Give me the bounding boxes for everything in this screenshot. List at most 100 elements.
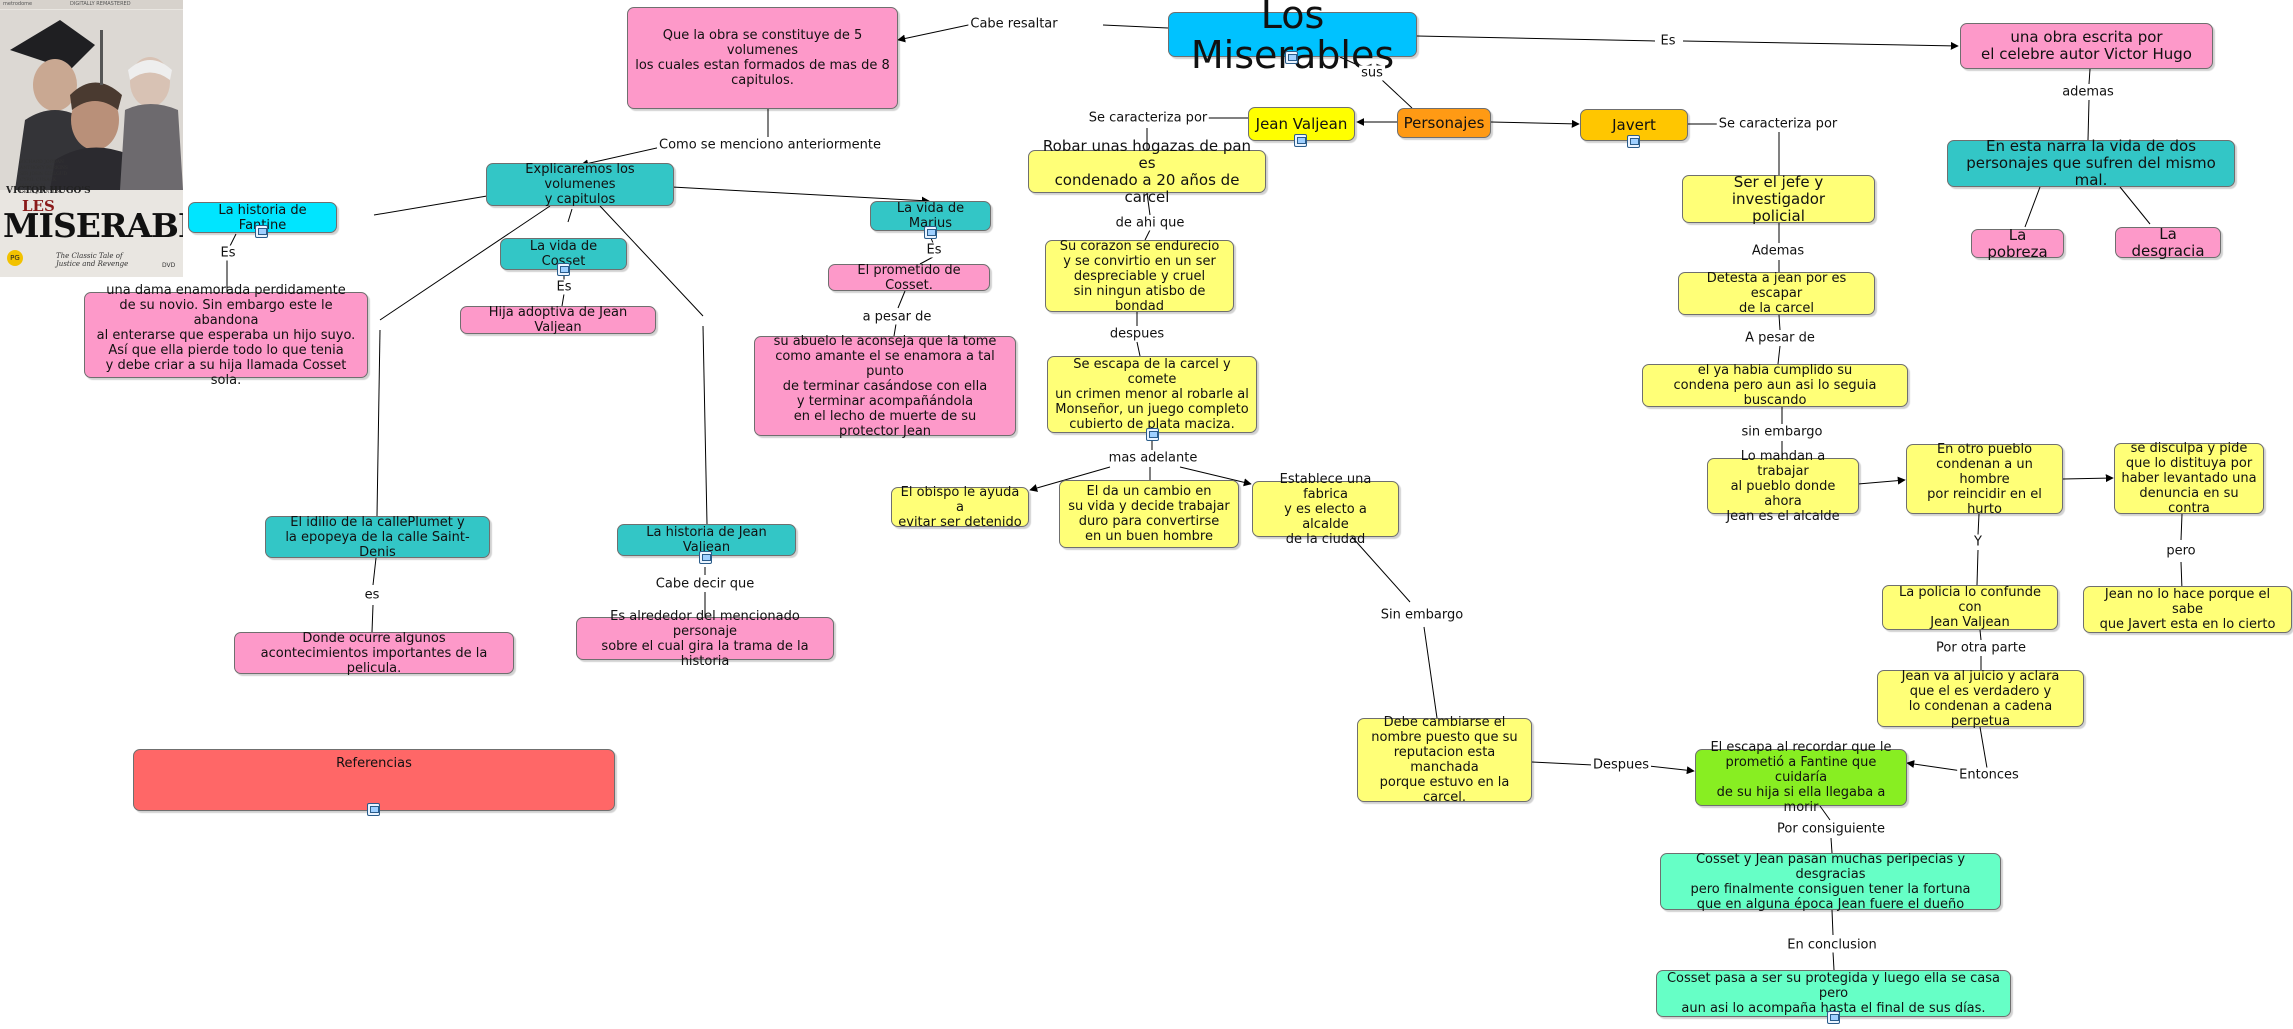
node-mandan-trabajar[interactable]: Lo mandan a trabajar al pueblo donde aho… <box>1707 449 1859 524</box>
node-narra-vida[interactable]: En esta narra la vida de dos personajes … <box>1947 138 2235 189</box>
node-hija-adoptiva[interactable]: Hija adoptiva de Jean Valjean <box>460 305 656 335</box>
node-se-disculpa[interactable]: se disculpa y pide que lo distituya por … <box>2114 441 2264 516</box>
node-cosset-jean-peripecias[interactable]: Cosset y Jean pasan muchas peripecias y … <box>1660 852 2001 912</box>
link-policia-porotra <box>1979 629 1982 641</box>
link-otro-y <box>1977 513 1980 536</box>
node-corazon[interactable]: Su corazon se endurecio y se convirtio e… <box>1045 239 1234 314</box>
resource-icon[interactable] <box>1827 1011 1840 1024</box>
node-jean-juicio[interactable]: Jean va al juicio y aclara que el es ver… <box>1877 669 2084 729</box>
link-porcons-cosset <box>1830 837 1833 854</box>
link-narra-desgracia <box>2119 186 2151 225</box>
resource-icon[interactable] <box>924 226 937 239</box>
link-label: Por otra parte <box>1934 640 2028 656</box>
node-prometido-cosset[interactable]: El prometido de Cosset. <box>828 263 990 293</box>
link-title-cabe <box>1102 24 1169 29</box>
link-obra-ademas <box>2088 68 2091 85</box>
resource-icon[interactable] <box>1146 428 1159 441</box>
link-title-sus <box>1339 56 1363 68</box>
poster-title: MISERABLES <box>3 206 183 245</box>
link-label: es <box>362 587 382 603</box>
node-historia-fantine[interactable]: La historia de Fantine <box>188 202 337 233</box>
node-escapa-carcel[interactable]: Se escapa de la carcel y comete un crime… <box>1047 356 1257 433</box>
link-deahi-corazon <box>1144 229 1151 241</box>
link-label: Es <box>218 245 238 261</box>
link-expl-marius <box>671 186 930 205</box>
link-expl-fantine <box>373 195 488 216</box>
node-cosset-protegida[interactable]: Cosset pasa a ser su protegida y luego e… <box>1656 970 2011 1017</box>
node-escapa-recordar[interactable]: El escapa al recordar que le prometió a … <box>1695 740 1907 815</box>
link-escapa2-porcons <box>1819 805 1831 821</box>
link-despues-escapa2 <box>1648 765 1695 775</box>
link-label: Despues <box>1590 757 1652 773</box>
link-label: Ademas <box>1749 243 1807 259</box>
node-no-lo-hace[interactable]: Jean no lo hace porque el sabe que Javer… <box>2083 586 2292 633</box>
node-habia-cumplido[interactable]: el ya habia cumplido su condena pero aun… <box>1642 363 1908 408</box>
link-como-explicaremos <box>580 144 671 168</box>
resource-icon[interactable] <box>1627 135 1640 148</box>
resource-icon[interactable] <box>367 803 380 816</box>
link-label: mas adelante <box>1106 450 1200 466</box>
node-detesta-jean[interactable]: Detesta a jean por es escapar de la carc… <box>1678 271 1875 316</box>
node-debe-cambiarse[interactable]: Debe cambiarse el nombre puesto que su r… <box>1357 715 1532 805</box>
node-da-un-cambio[interactable]: El da un cambio en su vida y decide trab… <box>1059 480 1239 548</box>
node-personajes[interactable]: Personajes <box>1397 108 1491 138</box>
node-robar-hogazas[interactable]: Robar unas hogazas de pan es condenado a… <box>1028 137 1266 205</box>
node-obra-escrita[interactable]: una obra escrita por el celebre autor Vi… <box>1960 23 2213 69</box>
link-es-hija <box>561 293 565 307</box>
resource-icon[interactable] <box>1285 51 1298 64</box>
node-pobreza[interactable]: La pobreza <box>1971 226 2064 260</box>
resource-icon[interactable] <box>1294 134 1307 147</box>
link-idilio-es <box>372 557 377 586</box>
poster-format-logo: DVD <box>162 262 176 269</box>
link-label: Se caracteriza por <box>1086 110 1210 126</box>
resource-icon[interactable] <box>699 551 712 564</box>
link-label: Es <box>924 242 944 258</box>
node-abuelo[interactable]: su abuelo le aconseja que la tome como a… <box>754 334 1016 439</box>
link-mas-obispo <box>1029 466 1111 492</box>
link-label: sin embargo <box>1739 424 1825 440</box>
resource-icon[interactable] <box>255 225 268 238</box>
poster-cast-list: RICHARD JORDAN ANTHONY PERKINS SIR JOHN … <box>20 160 69 195</box>
node-vida-cosset[interactable]: La vida de Cosset <box>500 238 627 270</box>
poster-artwork <box>0 10 183 190</box>
poster-author: VICTOR HUGO'S <box>6 186 91 196</box>
link-label: Como se menciono anteriormente <box>657 137 883 153</box>
node-alrededor[interactable]: Es alrededor del mencionado personaje so… <box>576 609 834 669</box>
resource-icon[interactable] <box>557 263 570 276</box>
link-fantine-es <box>229 233 237 247</box>
poster-distributor: metrodome <box>3 1 33 7</box>
node-donde-ocurre[interactable]: Donde ocurre algunos acontecimientos imp… <box>234 631 514 676</box>
link-prometido-apesar <box>897 290 906 309</box>
link-despues-escapa <box>1136 341 1141 357</box>
link-right-jean <box>702 325 708 525</box>
link-disculpa-pero <box>2180 513 2183 541</box>
node-otro-pueblo[interactable]: En otro pueblo condenan a un hombre por … <box>1906 442 2063 517</box>
link-cosset-enconcl <box>1831 909 1834 936</box>
link-apesar-abuelo <box>893 323 897 337</box>
node-dama-enamorada[interactable]: una dama enamorada perdidamente de su no… <box>84 283 368 388</box>
node-cabe-resaltar-box[interactable]: Que la obra se constituye de 5 volumenes… <box>627 7 898 109</box>
link-expl-right <box>599 205 704 317</box>
link-left-idilio <box>376 329 381 517</box>
link-label: Cabe decir que <box>653 576 757 592</box>
link-apesar-cumplido <box>1777 345 1781 365</box>
node-idilio[interactable]: El idilio de la callePlumet y la epopeya… <box>265 515 490 560</box>
node-referencias[interactable]: Referencias <box>133 749 615 811</box>
node-establece-fabrica[interactable]: Establece una fabrica y es electo a alca… <box>1252 472 1399 547</box>
node-desgracia[interactable]: La desgracia <box>2115 225 2221 259</box>
node-obispo[interactable]: El obispo le ayuda a evitar ser detenido <box>891 485 1029 530</box>
link-label: Sin embargo <box>1378 607 1466 623</box>
node-explicaremos[interactable]: Explicaremos los volumenes y capitulos <box>486 162 674 207</box>
link-label: sus <box>1359 65 1385 81</box>
movie-poster-image: metrodome DIGITALLY REMASTERED RICHARD J… <box>0 0 183 277</box>
node-policia-confunde[interactable]: La policia lo confunde con Jean Valjean <box>1882 585 2058 630</box>
link-expl-cosset <box>567 208 573 223</box>
node-jefe-investigador[interactable]: Ser el jefe y investigador policial <box>1682 173 1875 224</box>
poster-remastered-label: DIGITALLY REMASTERED <box>70 1 131 7</box>
link-label: pero <box>2164 543 2198 559</box>
link-y-policia <box>1976 549 1979 586</box>
link-label: ademas <box>2060 84 2116 100</box>
link-entonces-escapa2 <box>1906 760 1963 772</box>
